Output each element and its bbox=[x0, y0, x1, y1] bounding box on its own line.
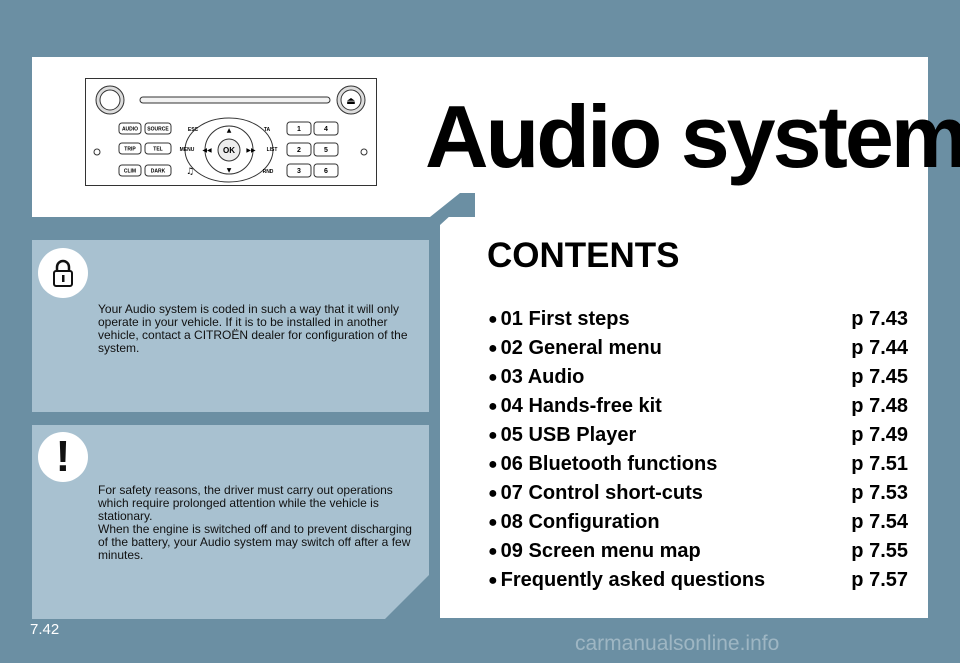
contents-item-label: 08 Configuration bbox=[500, 511, 660, 533]
warning-glyph: ! bbox=[55, 432, 71, 481]
contents-item-label: 02 General menu bbox=[500, 337, 662, 359]
contents-item-label: 04 Hands-free kit bbox=[500, 395, 662, 417]
contents-item-page: p 7.43 bbox=[851, 308, 908, 330]
radio-button-label: SOURCE bbox=[147, 127, 169, 133]
svg-text:▼: ▼ bbox=[227, 167, 232, 174]
radio-button-label: TEL bbox=[153, 147, 162, 153]
contents-item-label: 03 Audio bbox=[500, 366, 585, 388]
radio-number-key-label: 5 bbox=[324, 147, 328, 154]
contents-item-page: p 7.51 bbox=[851, 453, 908, 475]
contents-item-label: 06 Bluetooth functions bbox=[500, 453, 718, 475]
contents-item-left: ●01 First steps bbox=[488, 308, 630, 331]
svg-text:◀◀: ◀◀ bbox=[202, 147, 212, 154]
contents-item-left: ●06 Bluetooth functions bbox=[488, 453, 717, 476]
radio-button-label: MENU bbox=[180, 147, 195, 153]
radio-button-label: DARK bbox=[151, 169, 166, 175]
bullet-icon: ● bbox=[488, 426, 498, 444]
contents-item[interactable]: ●05 USB Player p 7.49 bbox=[488, 421, 908, 450]
svg-text:⏏: ⏏ bbox=[346, 96, 355, 107]
contents-item[interactable]: ●Frequently asked questions p 7.57 bbox=[488, 566, 908, 595]
radio-button-label: LIST bbox=[267, 147, 278, 153]
contents-item[interactable]: ●04 Hands-free kit p 7.48 bbox=[488, 392, 908, 421]
contents-item-page: p 7.57 bbox=[851, 569, 908, 591]
contents-item[interactable]: ●06 Bluetooth functions p 7.51 bbox=[488, 450, 908, 479]
radio-button-label: TA bbox=[264, 127, 271, 133]
contents-item-page: p 7.53 bbox=[851, 482, 908, 504]
contents-item[interactable]: ●02 General menu p 7.44 bbox=[488, 334, 908, 363]
contents-item-page: p 7.48 bbox=[851, 395, 908, 417]
contents-item-page: p 7.44 bbox=[851, 337, 908, 359]
radio-number-key-label: 4 bbox=[324, 126, 328, 133]
radio-button-label: TRIP bbox=[124, 147, 136, 153]
svg-text:♫: ♫ bbox=[186, 167, 194, 177]
radio-number-key-label: 1 bbox=[297, 126, 301, 133]
contents-item[interactable]: ●09 Screen menu map p 7.55 bbox=[488, 537, 908, 566]
contents-item-label: 09 Screen menu map bbox=[500, 540, 701, 562]
contents-item-page: p 7.54 bbox=[851, 511, 908, 533]
page-title: Audio system bbox=[425, 87, 960, 186]
bullet-icon: ● bbox=[488, 368, 498, 386]
warning-icon: ! bbox=[38, 432, 88, 482]
warning-info-text: For safety reasons, the driver must carr… bbox=[98, 483, 412, 562]
svg-text:▲: ▲ bbox=[227, 127, 232, 134]
contents-item-label: 07 Control short-cuts bbox=[500, 482, 703, 504]
contents-item-left: ●02 General menu bbox=[488, 337, 662, 360]
bullet-icon: ● bbox=[488, 397, 498, 415]
bullet-icon: ● bbox=[488, 542, 498, 560]
contents-item-left: ●09 Screen menu map bbox=[488, 540, 701, 563]
radio-button-label: ESC bbox=[188, 127, 199, 133]
radio-number-key-label: 6 bbox=[324, 168, 328, 175]
contents-item-label: 01 First steps bbox=[500, 308, 630, 330]
contents-item-left: ●04 Hands-free kit bbox=[488, 395, 662, 418]
radio-button-label: AUDIO bbox=[122, 127, 138, 133]
lock-icon bbox=[38, 248, 88, 298]
contents-item[interactable]: ●01 First steps p 7.43 bbox=[488, 305, 908, 334]
contents-item[interactable]: ●07 Control short-cuts p 7.53 bbox=[488, 479, 908, 508]
contents-item-left: ●07 Control short-cuts bbox=[488, 482, 703, 505]
radio-button-label: RND bbox=[263, 169, 274, 175]
contents-item-page: p 7.45 bbox=[851, 366, 908, 388]
contents-item-left: ●03 Audio bbox=[488, 366, 584, 389]
radio-number-key-label: 2 bbox=[297, 147, 301, 154]
radio-ok-label: OK bbox=[223, 146, 235, 155]
contents-item-label: 05 USB Player bbox=[500, 424, 637, 446]
svg-text:▶▶: ▶▶ bbox=[246, 147, 256, 154]
contents-heading: CONTENTS bbox=[487, 236, 680, 275]
contents-item-page: p 7.55 bbox=[851, 540, 908, 562]
contents-item-left: ●08 Configuration bbox=[488, 511, 660, 534]
bullet-icon: ● bbox=[488, 484, 498, 502]
contents-item[interactable]: ●03 Audio p 7.45 bbox=[488, 363, 908, 392]
radio-button-label: CLIM bbox=[124, 169, 136, 175]
contents-item[interactable]: ●08 Configuration p 7.54 bbox=[488, 508, 908, 537]
radio-number-key-label: 3 bbox=[297, 168, 301, 175]
contents-item-label: Frequently asked questions bbox=[500, 569, 766, 591]
contents-item-left: ●05 USB Player bbox=[488, 424, 636, 447]
watermark: carmanualsonline.info bbox=[575, 632, 780, 655]
bullet-icon: ● bbox=[488, 310, 498, 328]
bullet-icon: ● bbox=[488, 513, 498, 531]
bullet-icon: ● bbox=[488, 339, 498, 357]
bullet-icon: ● bbox=[488, 455, 498, 473]
contents-item-left: ●Frequently asked questions bbox=[488, 569, 765, 592]
page-number: 7.42 bbox=[30, 621, 60, 638]
bullet-icon: ● bbox=[488, 571, 498, 589]
lock-info-text: Your Audio system is coded in such a way… bbox=[98, 302, 408, 355]
car-radio-illustration: ⏏ AUDIO SOURCE TRIP TEL CLIM DARK OK ▲ ▼… bbox=[85, 78, 377, 186]
contents-item-page: p 7.49 bbox=[851, 424, 908, 446]
